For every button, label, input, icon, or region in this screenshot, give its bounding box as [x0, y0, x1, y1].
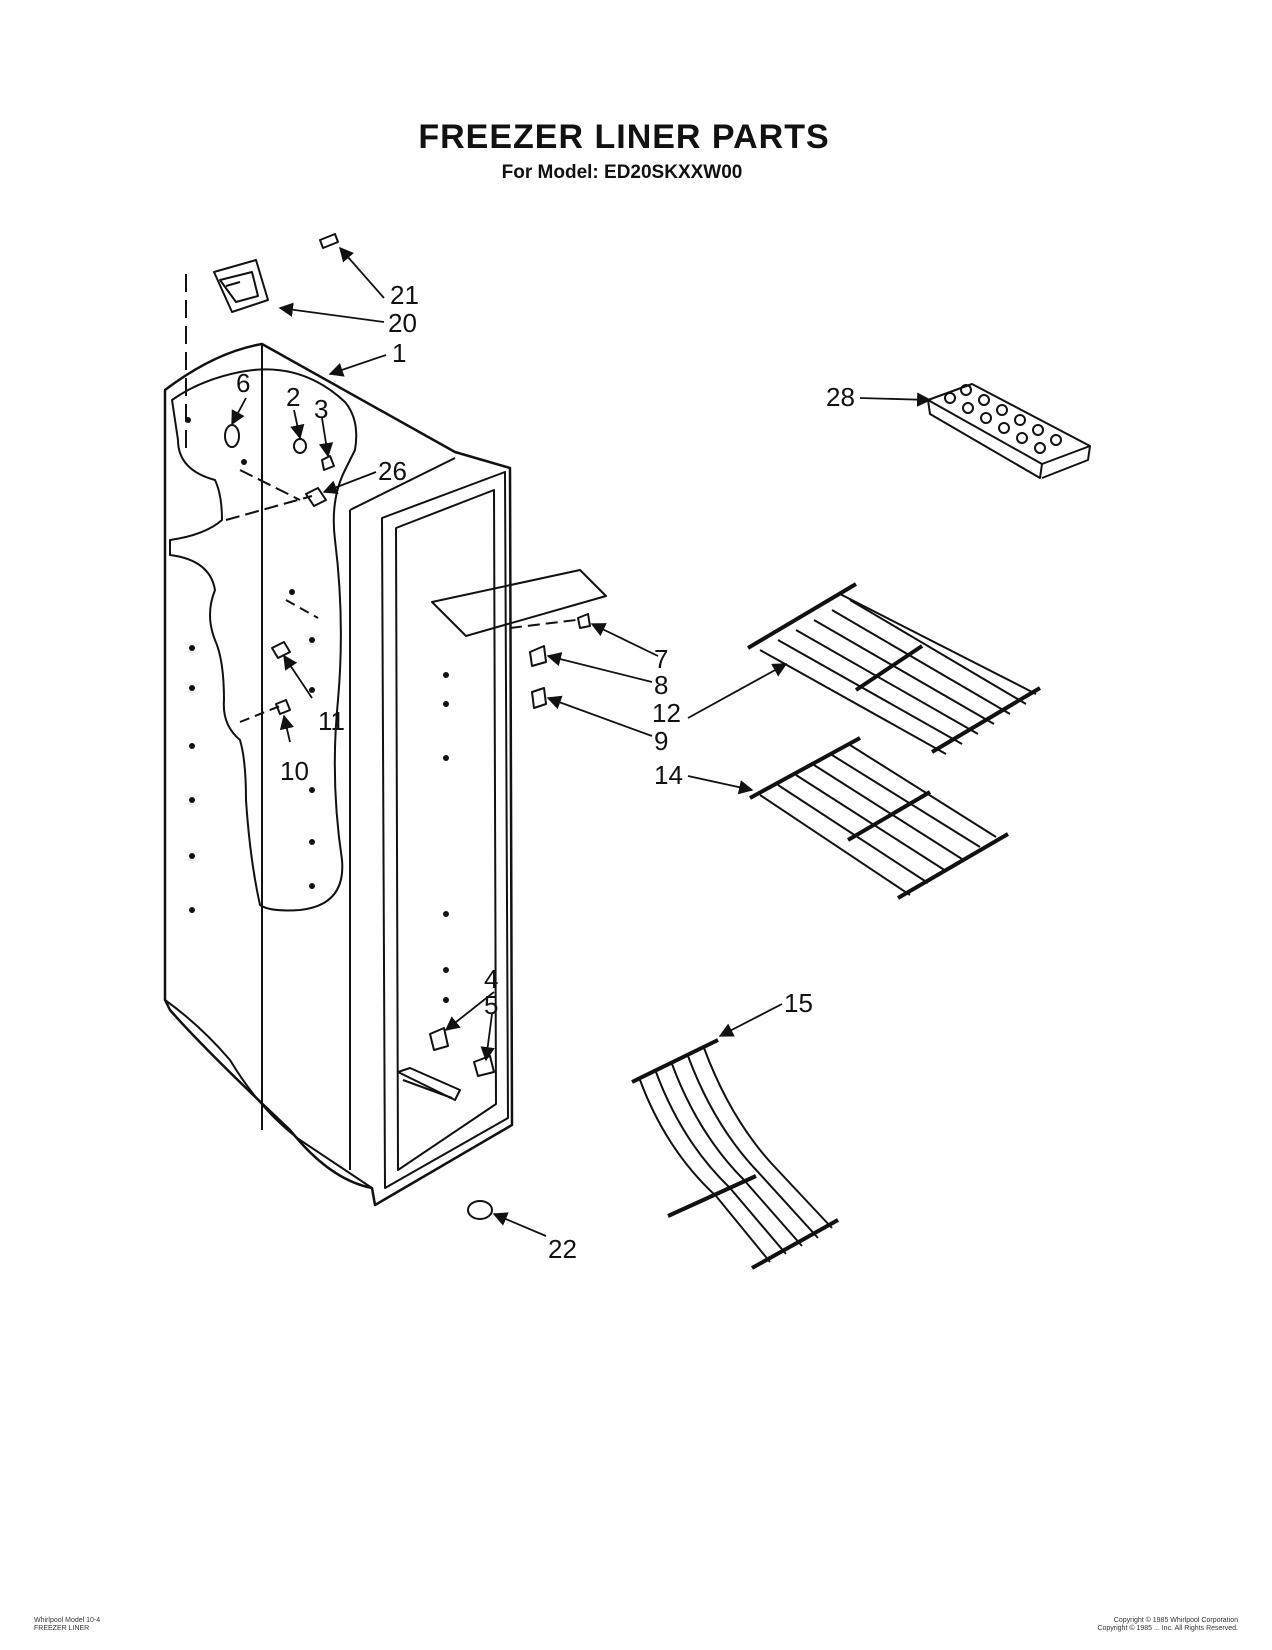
wire-shelf-12 [746, 582, 1042, 755]
callout-26: 26 [378, 456, 407, 486]
part-10 [275, 699, 291, 715]
callout-21: 21 [390, 280, 419, 310]
leader-lines [231, 246, 932, 1237]
callout-11: 11 [318, 706, 345, 736]
model-subtitle: For Model: ED20SKXXW00 [501, 162, 743, 183]
callout-9: 9 [654, 726, 668, 756]
callout-2: 2 [286, 382, 300, 412]
callout-10: 10 [280, 756, 309, 786]
part-7 [577, 613, 591, 629]
part-11 [271, 641, 291, 659]
freezer-liner [163, 342, 514, 1207]
callout-4: 4 [484, 964, 498, 994]
footer-left-line2: FREEZER LINER [34, 1625, 90, 1632]
footer-right: Copyright © 1985 Whirlpool Corporation C… [1097, 1617, 1238, 1633]
callout-6: 6 [236, 368, 250, 398]
callout-1: 1 [392, 338, 406, 368]
footer-right-line2: Copyright © 1985 ... Inc. All Rights Res… [1097, 1625, 1238, 1632]
callout-14: 14 [654, 760, 683, 790]
callout-20: 20 [388, 308, 417, 338]
part-9 [531, 687, 547, 709]
footer-left-line1: Whirlpool Model 10-4 [34, 1617, 101, 1624]
part-4 [429, 1027, 449, 1051]
part-3 [321, 455, 335, 471]
top-bracket [185, 259, 269, 450]
callout-8: 8 [654, 670, 668, 700]
part-8 [529, 645, 547, 667]
callout-12: 12 [652, 698, 681, 728]
ice-tray-28 [927, 383, 1091, 479]
callout-numbers: 21 20 1 6 2 3 26 28 7 8 12 9 11 10 14 4 … [236, 280, 855, 1264]
part-26 [305, 487, 327, 507]
footer-right-line1: Copyright © 1985 Whirlpool Corporation [1113, 1617, 1238, 1624]
footer-left: Whirlpool Model 10-4 FREEZER LINER [34, 1617, 100, 1633]
wire-shelf-14 [749, 736, 1010, 900]
callout-22: 22 [548, 1234, 577, 1264]
part-22 [467, 1200, 493, 1220]
callout-15: 15 [784, 988, 813, 1018]
part-5 [473, 1055, 495, 1077]
callout-3: 3 [314, 394, 328, 424]
callout-7: 7 [654, 644, 668, 674]
screw-21 [319, 233, 339, 249]
part-2 [293, 438, 307, 454]
page-title: FREEZER LINER PARTS [418, 118, 830, 156]
callout-28: 28 [826, 382, 855, 412]
callout-5: 5 [484, 990, 498, 1020]
wire-shelf-15 [631, 1038, 839, 1270]
part-6 [224, 424, 240, 448]
mounting-plate [431, 569, 607, 637]
